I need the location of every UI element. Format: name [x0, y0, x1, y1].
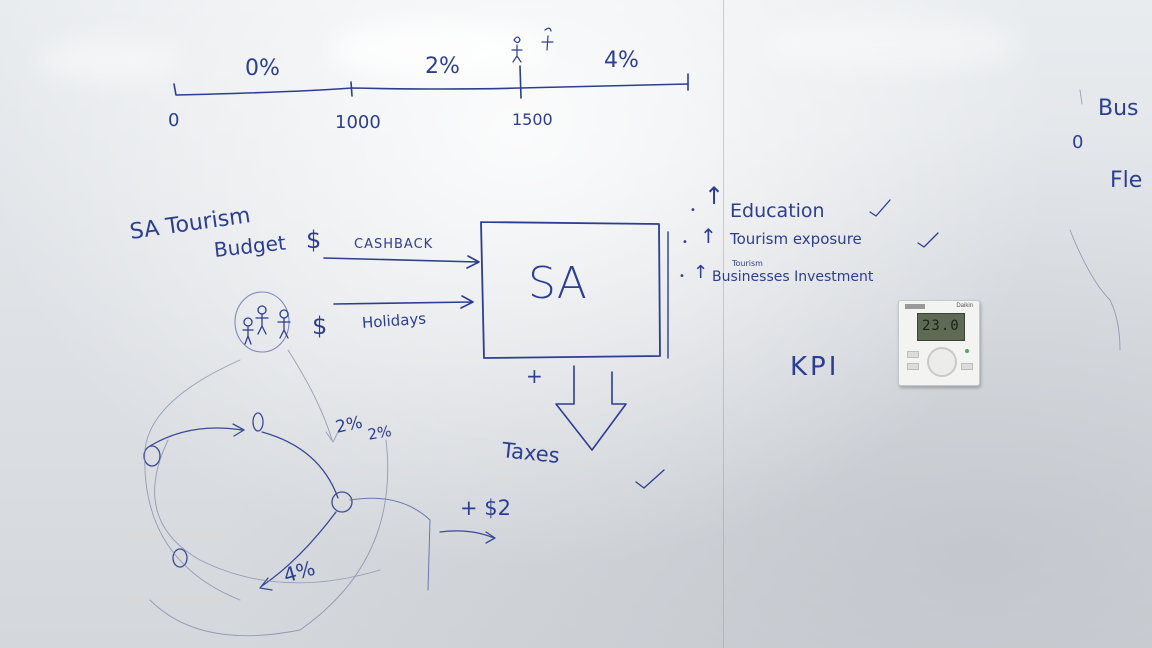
timeline-label-2: 2% [425, 54, 460, 79]
check-icon [869, 199, 891, 217]
timeline-line [173, 83, 689, 96]
check-icon [635, 469, 665, 489]
bullet-icon: • [690, 205, 696, 216]
taxes-label: Taxes [500, 438, 561, 468]
cycle-pct-right-extra: 2% [366, 422, 393, 444]
sa-label: SA [528, 258, 587, 309]
up-arrow-icon: ↑ [693, 262, 709, 283]
timeline-tick [519, 65, 522, 99]
thermostat-button [961, 363, 973, 370]
faint-lines [144, 89, 1121, 637]
bullet-icon: • [679, 271, 685, 282]
kpi-label: KPI [790, 352, 840, 382]
plus-sign: + [526, 364, 543, 388]
cycle-tail [349, 497, 431, 591]
board-seam [723, 0, 724, 648]
holidays-arrow [333, 295, 474, 309]
income-arrow [439, 530, 496, 544]
cashback-label: CASHBACK [354, 237, 434, 252]
thermostat-tag [905, 304, 925, 309]
holidays-label: Holidays [361, 309, 427, 332]
holidays-dollar: $ [312, 312, 328, 340]
thermostat-dial [927, 347, 957, 377]
light-glare [40, 40, 180, 80]
thermostat-display: 23.0 [922, 318, 960, 334]
timeline-tick-1000: 1000 [335, 112, 381, 133]
bullet-icon: • [682, 237, 688, 248]
cycle-diagram [143, 412, 496, 591]
cycle-income: + $2 [460, 496, 511, 520]
cashback-arrow [323, 255, 480, 269]
thermostat-screen: 23.0 [917, 313, 965, 341]
right-edge-bus: Bus [1098, 96, 1139, 121]
timeline-label-0: 0% [245, 56, 280, 81]
people-figures [242, 305, 291, 345]
kpi-tourism-note: Tourism [732, 259, 763, 268]
timeline-tick [350, 81, 353, 97]
cycle-arrow-top [149, 423, 245, 447]
right-edge-zero: 0 [1072, 132, 1084, 153]
up-arrow-icon: ↑ [700, 224, 717, 248]
stick-figure [541, 27, 554, 51]
kpi-item-education: Education [730, 200, 825, 222]
cycle-arc-right [261, 431, 339, 499]
thermostat-brand: Daikin [956, 303, 973, 309]
stick-figure [511, 36, 523, 63]
thermostat-led [965, 349, 969, 353]
kpi-item-business: Businesses Investment [712, 269, 874, 285]
right-edge-fle: Fle [1110, 168, 1143, 193]
budget-dollar: $ [306, 226, 322, 254]
check-icon [917, 232, 939, 248]
timeline-label-4: 4% [604, 48, 639, 73]
kpi-item-tourism: Tourism exposure [730, 230, 862, 248]
timeline-tick-1500: 1500 [512, 110, 553, 129]
cycle-arc-bottom [259, 511, 337, 591]
taxes-arrow [555, 365, 627, 451]
wall-thermostat: Daikin 23.0 [898, 300, 980, 386]
timeline-tick-0: 0 [168, 110, 180, 131]
up-arrow-icon: ↑ [704, 182, 725, 210]
light-glare [760, 20, 1020, 70]
thermostat-button [907, 363, 919, 370]
thermostat-button [907, 351, 919, 358]
sa-box [480, 221, 661, 359]
